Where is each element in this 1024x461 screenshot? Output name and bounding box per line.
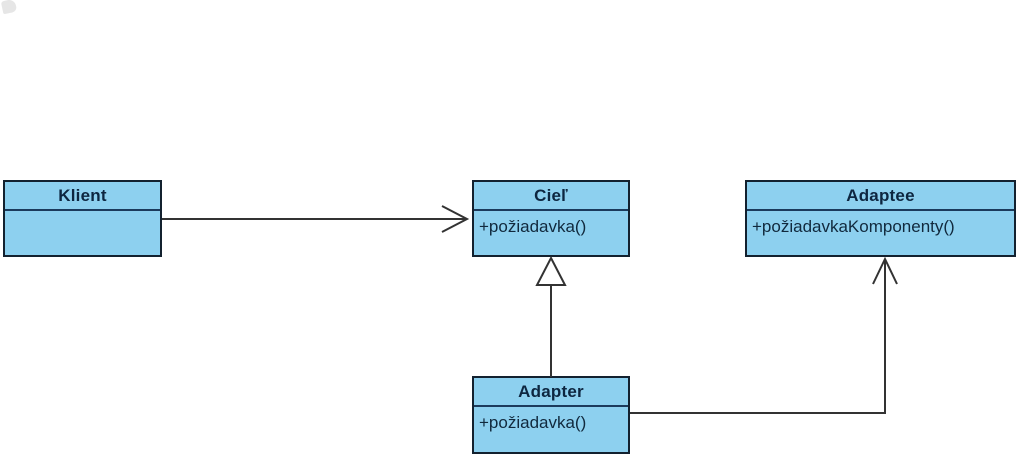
class-klient: Klient (3, 180, 162, 257)
scan-artifact-smudge (0, 0, 18, 15)
class-ciel: Cieľ +požiadavka() (472, 180, 630, 257)
open-arrowhead-icon (872, 256, 898, 285)
class-members: +požiadavkaKomponenty() (747, 211, 1014, 237)
association-klient-to-ciel (162, 205, 470, 233)
class-member: +požiadavka() (479, 217, 587, 236)
class-title: Adaptee (747, 182, 1014, 211)
class-adapter: Adapter +požiadavka() (472, 376, 630, 454)
generalization-adapter-to-ciel (535, 255, 567, 377)
open-arrowhead-icon (441, 205, 470, 233)
class-title: Adapter (474, 378, 628, 407)
class-members (5, 211, 160, 217)
hollow-triangle-arrowhead-icon (535, 255, 567, 286)
class-title: Klient (5, 182, 160, 211)
class-member: +požiadavka() (479, 413, 587, 432)
association-adapter-to-adaptee (630, 256, 898, 414)
class-members: +požiadavka() (474, 407, 628, 433)
class-adaptee: Adaptee +požiadavkaKomponenty() (745, 180, 1016, 257)
class-title: Cieľ (474, 182, 628, 211)
class-member: +požiadavkaKomponenty() (752, 217, 955, 236)
class-members: +požiadavka() (474, 211, 628, 237)
